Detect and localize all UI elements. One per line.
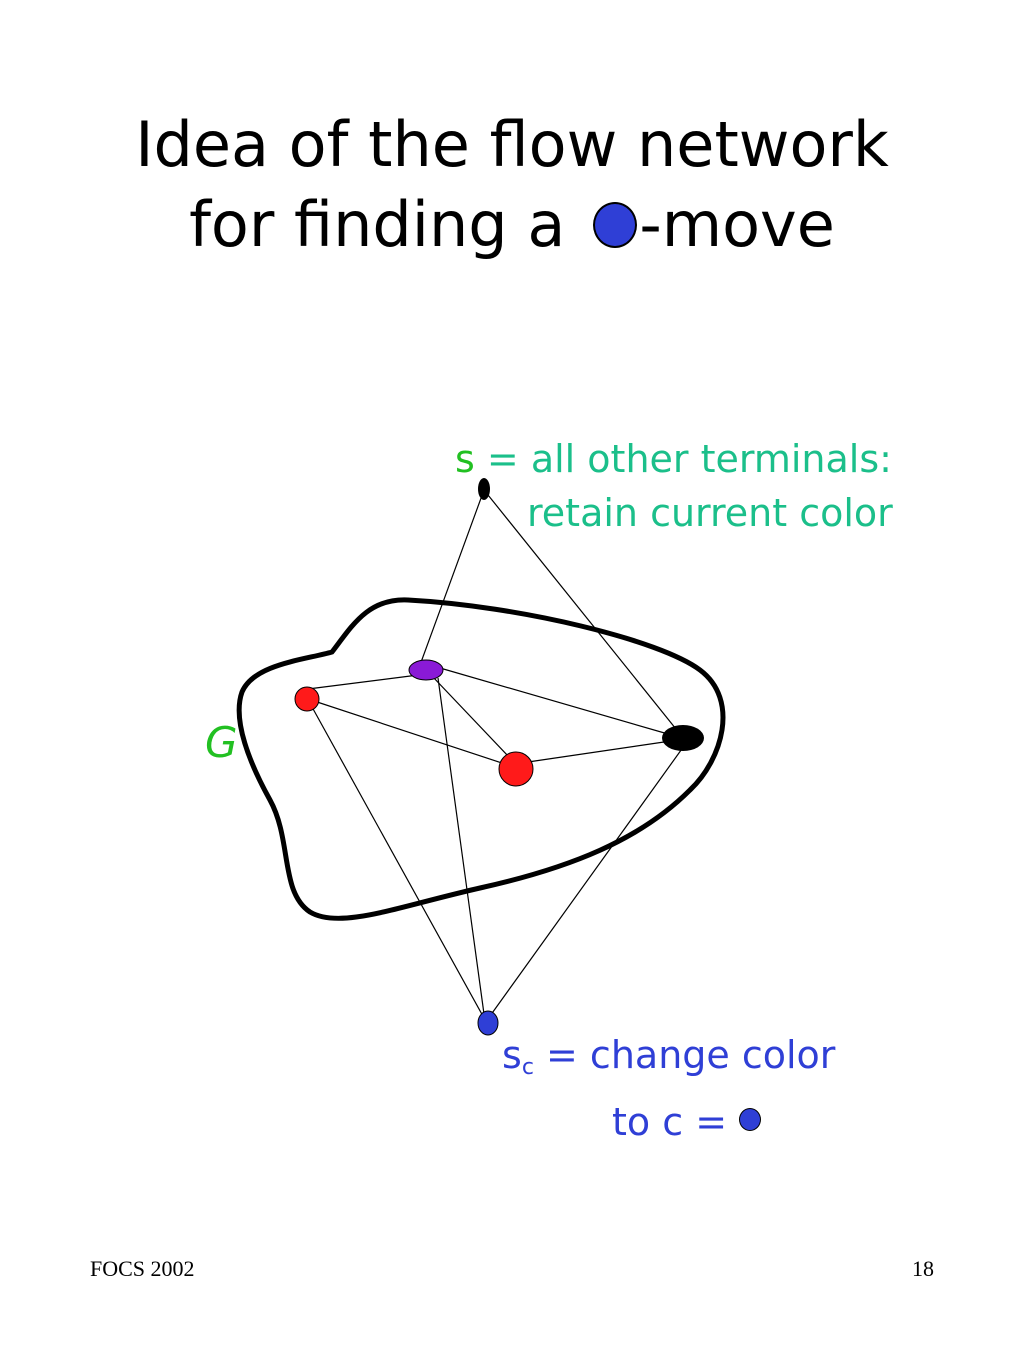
node-s [478,478,490,500]
edge-red1-sc [311,706,485,1019]
edge-red2-black [527,741,665,763]
edge-red1-red2 [307,698,515,768]
page-number: 18 [912,1256,934,1281]
edges [307,489,685,1019]
edge-black-sc [489,745,685,1017]
graph-boundary [236,597,726,921]
label-sc-subscript: c [521,1055,534,1080]
edge-s-black [483,489,681,735]
label-sc-text-1: = change color [546,1033,836,1077]
footer-left: FOCS 2002 [90,1256,195,1281]
title-line-2-prefix: for finding a [189,188,566,261]
node-red-small [294,686,320,712]
node-red-large [498,751,534,787]
title-line-1: Idea of the flow network [135,108,889,181]
node-sc [477,1010,499,1036]
label-sc-line-2: to c = [502,1095,835,1149]
blue-dot-icon [739,1108,762,1131]
edge-red1-purple [307,673,427,690]
label-s-text-1: = all other terminals: [486,437,892,481]
node-purple [408,659,444,681]
blue-dot-icon [593,202,638,248]
label-s-symbol: s [455,437,475,481]
node-black [662,725,704,751]
slide-title: Idea of the flow network for finding a -m… [0,105,1024,265]
label-graph-g: G [205,718,238,767]
edge-purple-red2 [431,675,511,759]
edge-s-purple [419,489,485,666]
title-line-2: for finding a -move [0,185,1024,265]
label-s: s = all other terminals: retain current … [455,432,893,540]
label-s-text-2: retain current color [527,491,893,535]
title-line-2-suffix: -move [639,188,835,261]
label-sc: sc = change color to c = [502,1028,835,1149]
edge-purple-sc [437,677,485,1015]
label-sc-symbol: s [502,1033,522,1077]
label-sc-text-2: to c = [612,1100,728,1144]
edge-purple-black [439,667,669,735]
